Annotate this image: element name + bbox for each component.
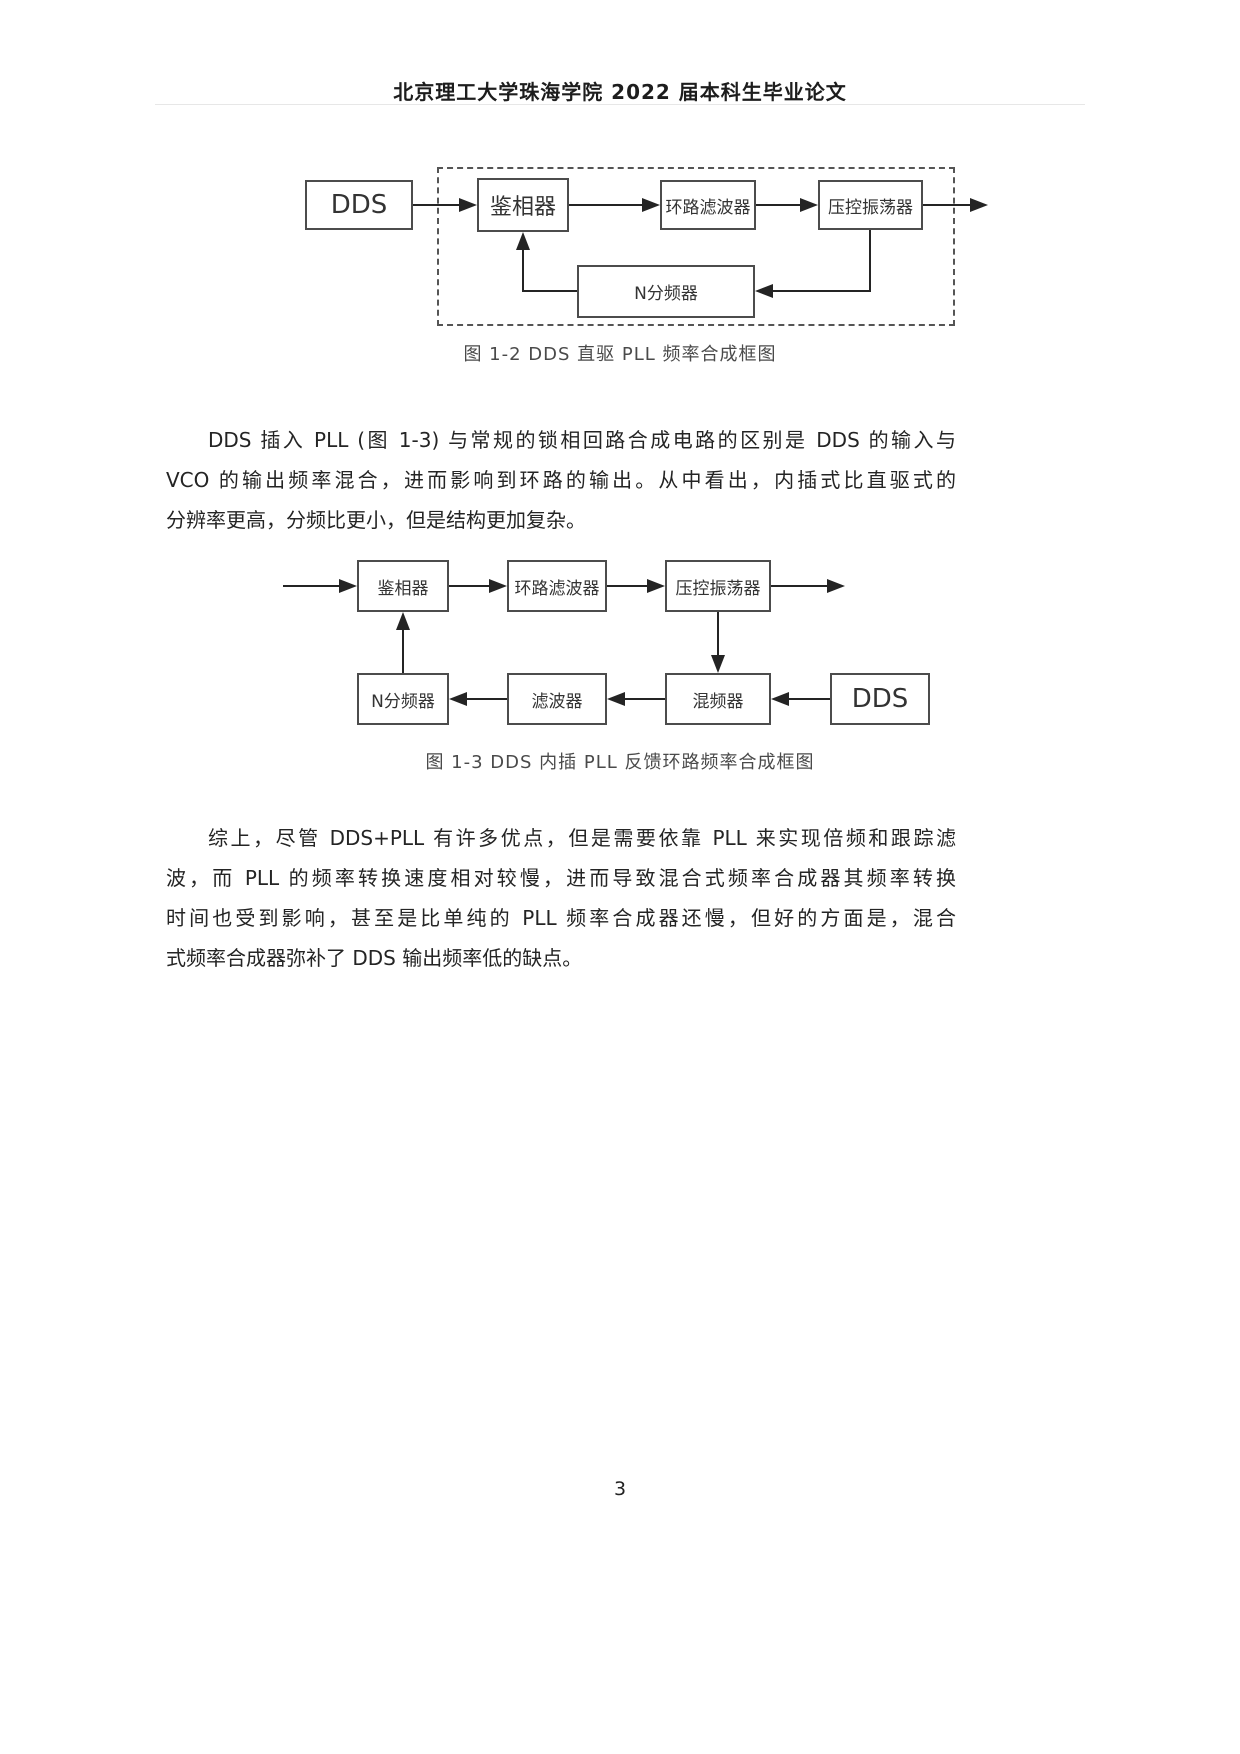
- connector-line: [607, 585, 647, 587]
- paragraph-line: DDS 插入 PLL (图 1-3) 与常规的锁相回路合成电路的区别是 DDS …: [208, 428, 956, 452]
- connector-line: [523, 290, 577, 292]
- arrow-right-icon: [489, 579, 507, 593]
- arrow-left-icon: [755, 284, 773, 298]
- page-number: 3: [613, 1478, 627, 1500]
- connector-line: [771, 585, 827, 587]
- connector-line: [717, 612, 719, 655]
- paragraph-line: 波，而 PLL 的频率转换速度相对较慢，进而导致混合式频率合成器其频率转换: [166, 866, 956, 890]
- block-dds: DDS: [830, 673, 930, 725]
- block-loop-filter: 环路滤波器: [507, 560, 607, 612]
- connector-line: [625, 698, 665, 700]
- header-divider: [155, 104, 1085, 105]
- pll-dashed-boundary: [437, 167, 955, 326]
- connector-line: [402, 628, 404, 673]
- arrow-right-icon: [642, 198, 660, 212]
- figure-1-2-caption: 图 1-2 DDS 直驱 PLL 频率合成框图: [463, 344, 777, 365]
- arrow-right-icon: [800, 198, 818, 212]
- block-dds: DDS: [305, 180, 413, 230]
- arrow-right-icon: [459, 198, 477, 212]
- block-vco: 压控振荡器: [818, 180, 923, 230]
- connector-line: [869, 230, 871, 291]
- block-filter: 滤波器: [507, 673, 607, 725]
- paragraph-line: 分辨率更高，分频比更小，但是结构更加复杂。: [166, 508, 586, 532]
- paragraph-dds-insert-pll: DDS 插入 PLL (图 1-3) 与常规的锁相回路合成电路的区别是 DDS …: [166, 420, 956, 540]
- arrow-left-icon: [607, 692, 625, 706]
- connector-line: [789, 698, 830, 700]
- arrow-right-icon: [827, 579, 845, 593]
- connector-line: [756, 204, 800, 206]
- connector-line: [923, 204, 970, 206]
- connector-line: [449, 585, 489, 587]
- arrow-down-icon: [711, 655, 725, 673]
- connector-line: [569, 204, 642, 206]
- arrow-left-icon: [449, 692, 467, 706]
- block-loop-filter: 环路滤波器: [660, 180, 756, 230]
- arrow-right-icon: [339, 579, 357, 593]
- connector-line: [283, 585, 339, 587]
- block-n-divider: N分频器: [357, 673, 449, 725]
- connector-line: [773, 290, 871, 292]
- connector-line: [467, 698, 507, 700]
- arrow-left-icon: [771, 692, 789, 706]
- paragraph-line: VCO 的输出频率混合，进而影响到环路的输出。从中看出，内插式比直驱式的: [166, 468, 956, 492]
- page-header: 北京理工大学珠海学院 2022 届本科生毕业论文: [393, 80, 847, 104]
- block-vco: 压控振荡器: [665, 560, 771, 612]
- arrow-right-icon: [970, 198, 988, 212]
- paragraph-line: 式频率合成器弥补了 DDS 输出频率低的缺点。: [166, 946, 583, 970]
- paragraph-summary: 综上，尽管 DDS+PLL 有许多优点，但是需要依靠 PLL 来实现倍频和跟踪滤…: [166, 818, 956, 978]
- block-n-divider: N分频器: [577, 265, 755, 318]
- paragraph-line: 时间也受到影响，甚至是比单纯的 PLL 频率合成器还慢，但好的方面是，混合: [166, 906, 956, 930]
- block-phase-detector: 鉴相器: [357, 560, 449, 612]
- arrow-right-icon: [647, 579, 665, 593]
- connector-line: [413, 204, 459, 206]
- arrow-up-icon: [396, 612, 410, 630]
- connector-line: [522, 248, 524, 292]
- block-mixer: 混频器: [665, 673, 771, 725]
- paragraph-line: 综上，尽管 DDS+PLL 有许多优点，但是需要依靠 PLL 来实现倍频和跟踪滤: [208, 826, 956, 850]
- arrow-up-icon: [516, 232, 530, 250]
- block-phase-detector: 鉴相器: [477, 178, 569, 232]
- figure-1-3-caption: 图 1-3 DDS 内插 PLL 反馈环路频率合成框图: [425, 752, 815, 773]
